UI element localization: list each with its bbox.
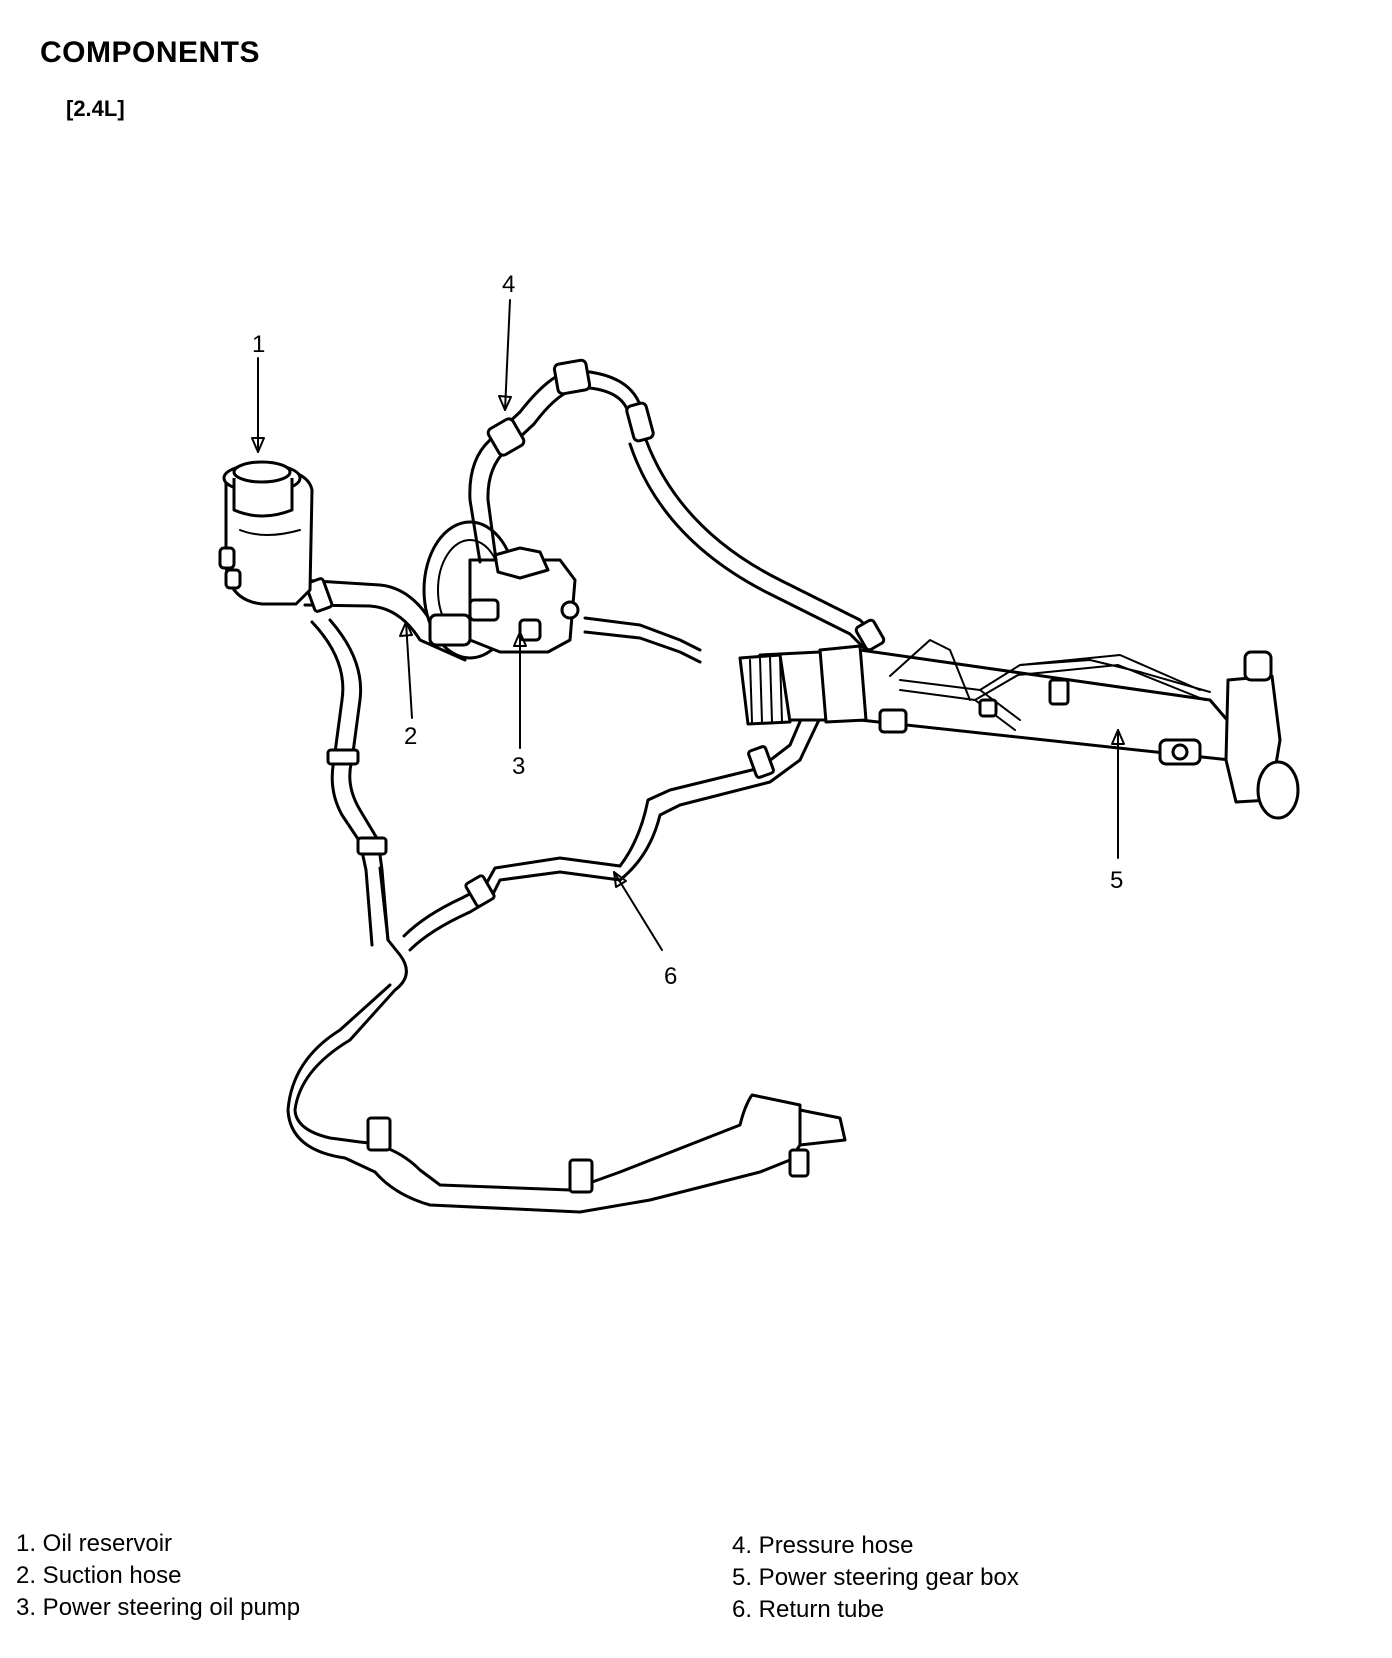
legend-item-pressure-hose: 4. Pressure hose	[732, 1532, 914, 1559]
callout-leaders	[251, 299, 1125, 951]
return-tube-illustration	[286, 688, 847, 1214]
legend-item-oil-reservoir: 1. Oil reservoir	[16, 1530, 173, 1557]
suction-hose-illustration	[298, 577, 472, 947]
legend-right: 4. Pressure hose 5. Power steering gear …	[732, 1530, 1019, 1626]
legend-left: 1. Oil reservoir 2. Suction hose 3. Powe…	[16, 1528, 300, 1624]
engine-variant-label: [2.4L]	[66, 96, 125, 121]
oil-pump-illustration	[422, 520, 702, 664]
callout-1: 1	[252, 331, 265, 358]
legend-item-gear-box: 5. Power steering gear box	[732, 1564, 1019, 1591]
gear-box-illustration	[738, 639, 1300, 820]
callout-6: 6	[664, 963, 677, 990]
legend-item-suction-hose: 2. Suction hose	[16, 1562, 182, 1589]
page-title: COMPONENTS	[40, 36, 261, 69]
legend-item-oil-pump: 3. Power steering oil pump	[16, 1594, 301, 1621]
callout-3: 3	[512, 753, 525, 780]
callout-5: 5	[1110, 867, 1123, 894]
oil-reservoir-illustration	[218, 460, 314, 606]
legend-item-return-tube: 6. Return tube	[732, 1596, 885, 1623]
callout-4: 4	[502, 271, 515, 298]
callout-2: 2	[404, 723, 417, 750]
pressure-hose-illustration	[468, 358, 886, 654]
